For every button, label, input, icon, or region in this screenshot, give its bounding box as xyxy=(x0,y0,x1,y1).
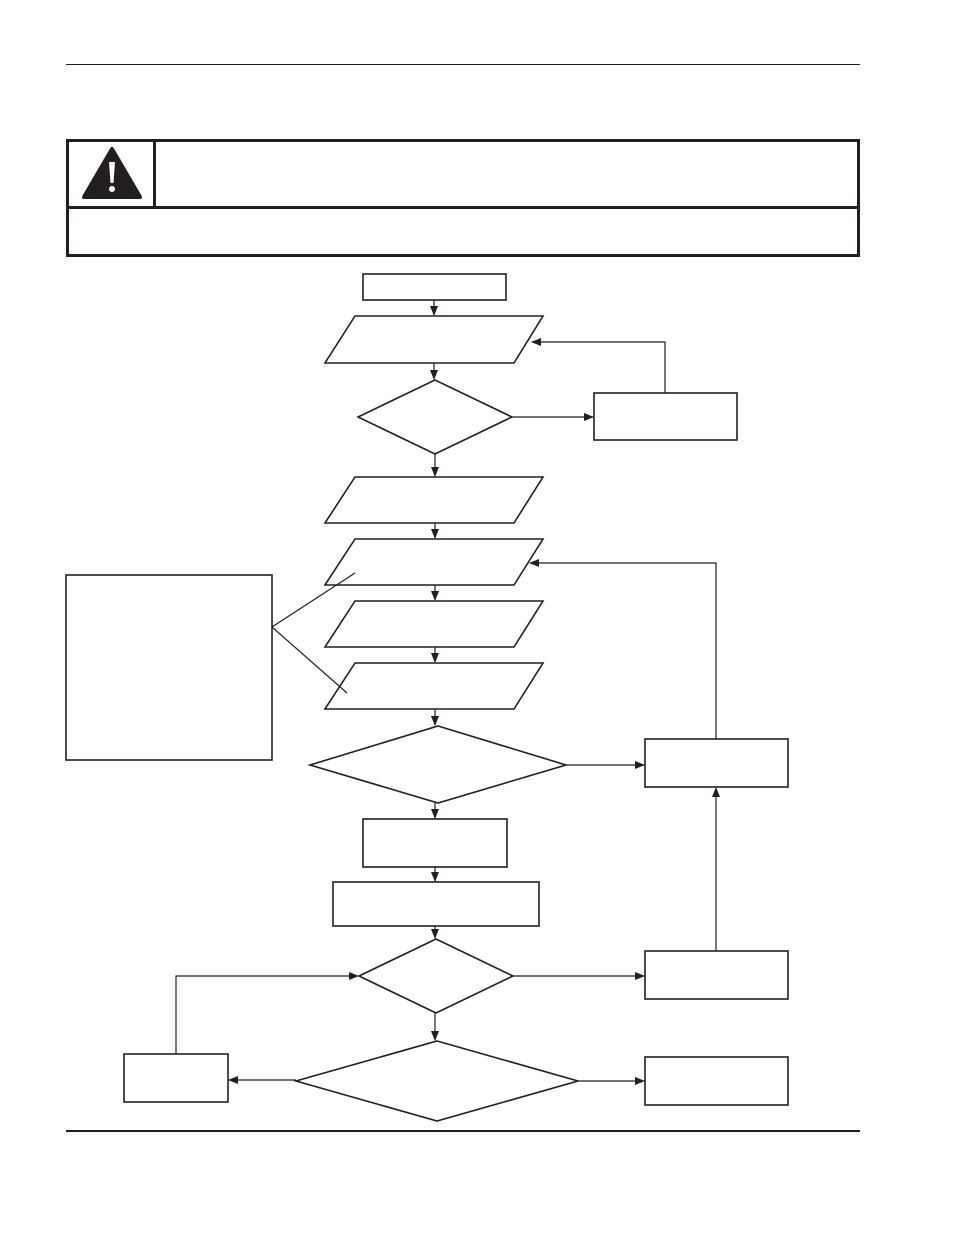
start-box xyxy=(362,273,507,301)
input-parallelogram-5 xyxy=(323,662,545,710)
process-box-2 xyxy=(644,738,789,788)
connector-p1-io1 xyxy=(531,338,666,393)
decision-diamond-1 xyxy=(356,379,514,455)
decision-diamond-2 xyxy=(307,725,569,804)
decision-diamond-4 xyxy=(293,1040,581,1122)
input-parallelogram-3 xyxy=(323,538,545,586)
process-box-7 xyxy=(644,1056,789,1106)
connector-p2-io3 xyxy=(529,559,717,739)
process-box-1 xyxy=(593,392,738,441)
connector-p6-d3 xyxy=(175,972,359,1054)
process-box-6 xyxy=(123,1053,229,1103)
note-box xyxy=(65,574,273,761)
warning-icon-cell xyxy=(69,142,156,206)
decision-diamond-3 xyxy=(357,938,515,1014)
note-leader-lower xyxy=(271,626,348,694)
input-parallelogram-4 xyxy=(323,600,545,648)
warning-header xyxy=(69,142,857,209)
process-box-3 xyxy=(362,818,508,868)
process-box-5 xyxy=(644,950,789,1000)
note-leader-upper xyxy=(271,572,356,628)
input-parallelogram-1 xyxy=(323,315,545,364)
input-parallelogram-2 xyxy=(323,476,545,524)
warning-box xyxy=(66,139,860,257)
footer-rule xyxy=(66,1130,860,1132)
process-box-4 xyxy=(332,881,540,927)
warning-triangle-icon xyxy=(82,147,142,199)
header-rule xyxy=(66,64,860,65)
